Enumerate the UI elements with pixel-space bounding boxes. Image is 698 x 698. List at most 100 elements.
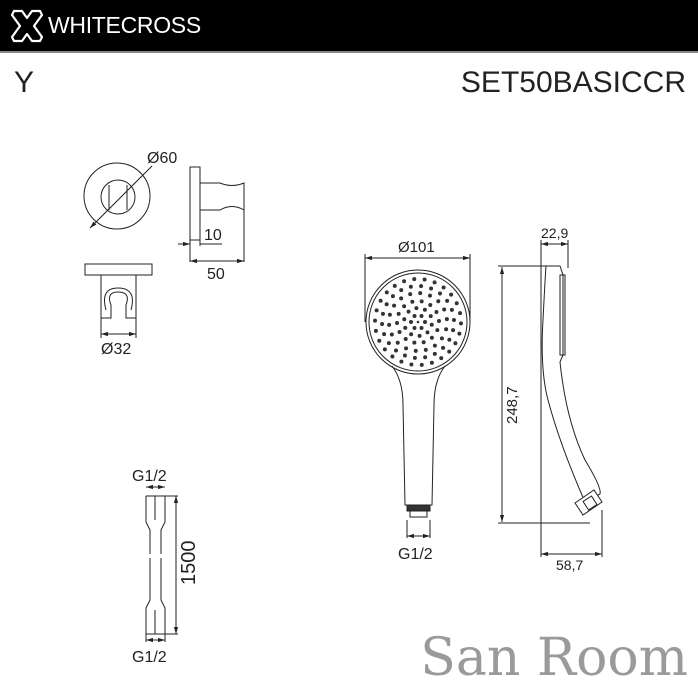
nozzle-dot: [390, 354, 395, 359]
nozzle-dot: [412, 340, 417, 345]
nozzle-dot: [449, 292, 454, 297]
nozzle-dot: [432, 343, 437, 348]
holder-front-view: [83, 162, 153, 230]
nozzle-dot: [374, 308, 379, 313]
header-bar: WHITECROSS: [0, 0, 698, 53]
brand-name: WHITECROSS: [48, 12, 201, 38]
nozzle-dot: [451, 317, 456, 322]
nozzle-dot: [451, 328, 456, 333]
holder-top-view: [84, 263, 153, 338]
nozzle-dot: [418, 291, 423, 296]
nozzle-dot: [441, 285, 446, 290]
nozzle-dot: [377, 338, 382, 343]
nozzle-dot: [404, 346, 409, 351]
nozzle-dot: [453, 341, 458, 346]
nozzle-dot: [428, 302, 433, 307]
nozzle-dot: [445, 298, 450, 303]
shower-head-thickness-label: 22,9: [541, 225, 568, 241]
nozzle-dot: [419, 313, 424, 318]
nozzle-dot: [402, 304, 407, 309]
nozzle-dot: [422, 277, 427, 282]
nozzle-dot: [408, 284, 413, 289]
nozzle-dot: [380, 311, 385, 316]
nozzle-dot: [412, 277, 417, 282]
nozzle-dot: [425, 330, 430, 335]
nozzle-dot: [449, 307, 454, 312]
shower-total-depth-label: 58,7: [556, 557, 583, 573]
nozzle-dot: [423, 355, 428, 360]
product-variant: Y: [14, 66, 35, 99]
nozzle-dot: [408, 292, 413, 297]
nozzle-dot: [429, 335, 434, 340]
nozzle-dot: [410, 299, 415, 304]
nozzle-dot: [409, 332, 414, 337]
nozzle-dot: [373, 318, 378, 323]
hose-top-connection-label: G1/2: [132, 468, 167, 485]
nozzle-dot: [454, 301, 459, 306]
nozzle-dot: [436, 299, 441, 304]
nozzle-dot: [441, 345, 446, 350]
nozzle-dot: [447, 337, 452, 342]
hand-shower-side-view: [498, 240, 603, 557]
nozzle-dot: [423, 347, 428, 352]
nozzle-dot: [399, 288, 404, 293]
hose-drawing: [145, 484, 179, 643]
nozzle-dot: [429, 286, 434, 291]
nozzle-dot: [414, 306, 419, 311]
nozzle-dot: [378, 298, 383, 303]
nozzle-dot: [409, 362, 414, 367]
nozzle-dot: [380, 322, 385, 327]
nozzle-dot: [403, 325, 408, 330]
nozzle-dot: [384, 290, 389, 295]
holder-clip-diameter-label: Ø32: [101, 341, 131, 358]
nozzle-dot: [435, 328, 440, 333]
nozzle-dot: [409, 320, 413, 324]
nozzle-dot: [428, 314, 433, 319]
nozzle-dot: [413, 348, 418, 353]
nozzle-dot: [442, 307, 447, 312]
nozzle-dot: [399, 359, 404, 364]
nozzle-dot: [412, 326, 417, 331]
nozzle-dot: [395, 321, 400, 326]
hose-length-label: 1500: [178, 541, 200, 586]
nozzle-dot: [434, 309, 439, 314]
nozzle-dot: [382, 347, 387, 352]
nozzle-dot: [399, 296, 404, 301]
watermark: San Room: [420, 628, 688, 688]
nozzle-dot: [439, 356, 444, 361]
nozzle-dot: [387, 312, 392, 317]
spray-nozzles: [373, 277, 463, 367]
shower-height-label: 248,7: [504, 386, 521, 424]
nozzle-dot: [436, 318, 441, 323]
nozzle-dot: [402, 353, 407, 358]
nozzle-dot: [412, 355, 417, 360]
nozzle-dot: [392, 303, 397, 308]
nozzle-dot: [397, 330, 402, 335]
nozzle-dot: [439, 336, 444, 341]
nozzle-dot: [396, 311, 401, 316]
nozzle-dot: [402, 279, 407, 284]
nozzle-dot: [423, 320, 427, 324]
nozzle-dot: [421, 340, 426, 345]
holder-diameter-label: Ø60: [147, 150, 177, 167]
nozzle-dot: [427, 293, 432, 298]
nozzle-dot: [429, 360, 434, 365]
nozzle-dot: [432, 280, 437, 285]
nozzle-dot: [384, 302, 389, 307]
nozzle-dot: [444, 317, 449, 322]
nozzle-dot: [387, 322, 392, 327]
nozzle-dot: [386, 341, 391, 346]
nozzle-dot: [457, 331, 462, 336]
nozzle-dot: [382, 332, 387, 337]
nozzle-dot: [403, 337, 408, 342]
nozzle-dot: [444, 327, 449, 332]
nozzle-dot: [419, 284, 424, 289]
nozzle-dot: [390, 294, 395, 299]
holder-depth-label: 10: [204, 227, 222, 244]
shower-connection-label: G1/2: [398, 546, 433, 563]
nozzle-dot: [458, 321, 463, 326]
nozzle-dot: [419, 299, 424, 304]
holder-side-view: [178, 166, 245, 264]
nozzle-dot: [458, 311, 463, 316]
nozzle-dot: [419, 362, 424, 367]
